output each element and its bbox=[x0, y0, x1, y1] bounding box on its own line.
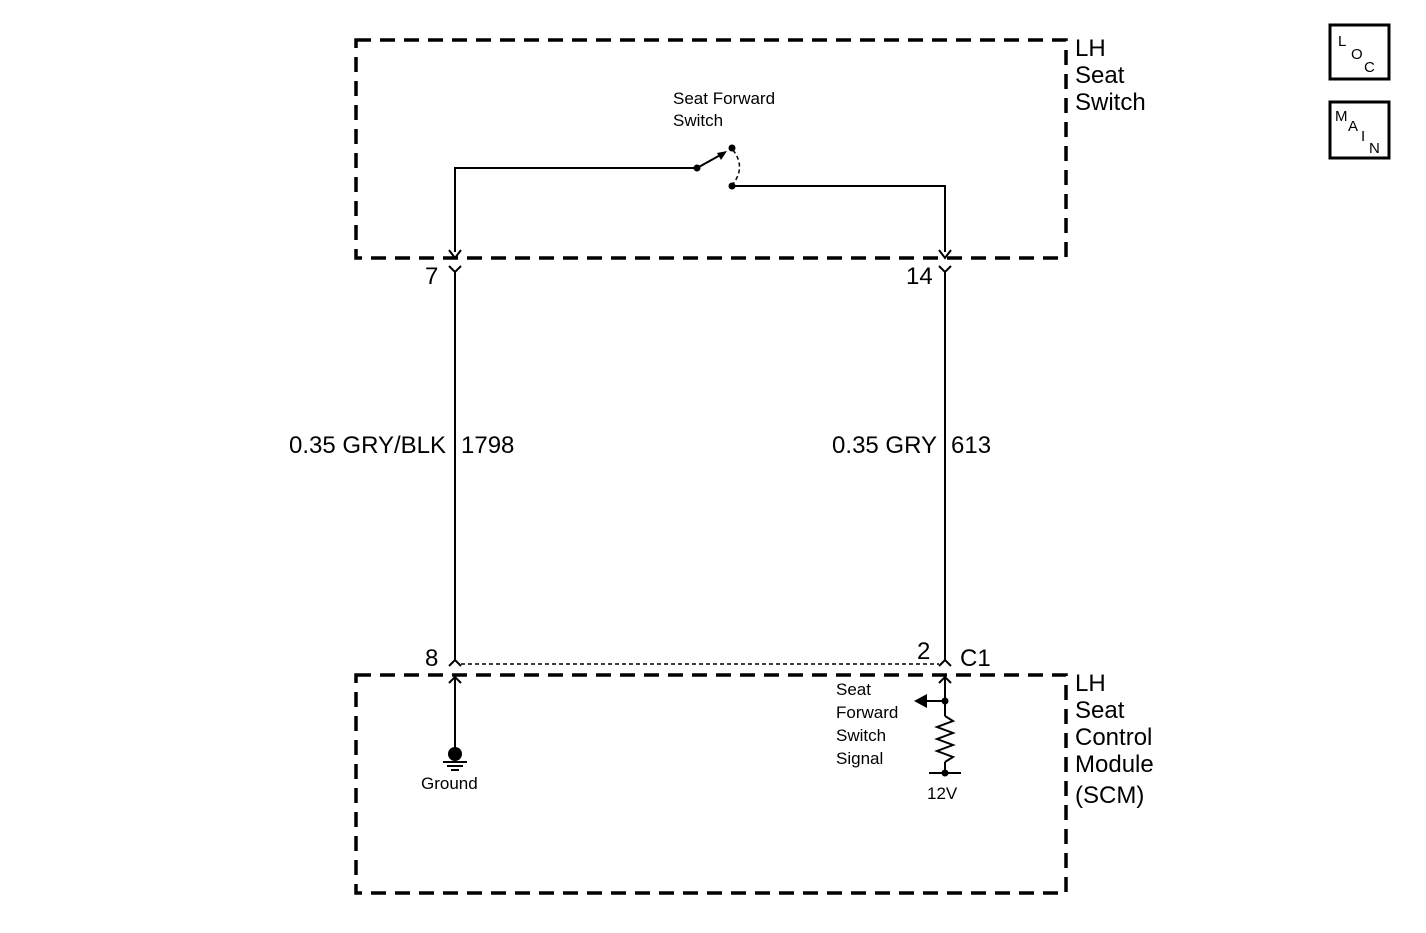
seat-forward-switch-label-2: Switch bbox=[673, 111, 723, 130]
scm-boundary bbox=[354, 673, 1068, 895]
pin-7-label: 7 bbox=[425, 263, 438, 290]
seat-switch-title-line-1: LH bbox=[1075, 35, 1106, 62]
signal-label-3: Switch bbox=[836, 726, 886, 745]
switch-pivot-dot bbox=[693, 164, 701, 172]
main-letter-n: N bbox=[1369, 140, 1380, 157]
loc-letter-c: C bbox=[1364, 59, 1375, 76]
scm-title-line-5: (SCM) bbox=[1075, 782, 1144, 809]
lh-seat-switch: LH Seat Switch Seat Forward Switch 7 14 bbox=[354, 35, 1146, 290]
pin-8-label: 8 bbox=[425, 645, 438, 672]
ground-label: Ground bbox=[421, 774, 478, 793]
loc-letter-l: L bbox=[1338, 33, 1346, 50]
pin-14-label: 14 bbox=[906, 263, 933, 290]
loc-letter-o: O bbox=[1351, 46, 1363, 63]
switch-open-contact bbox=[728, 144, 736, 152]
scm-title-line-3: Control bbox=[1075, 724, 1152, 751]
seat-forward-switch-label-1: Seat Forward bbox=[673, 89, 775, 108]
main-letter-a: A bbox=[1348, 118, 1358, 135]
seat-switch-title-line-3: Switch bbox=[1075, 89, 1146, 116]
switch-left-wire bbox=[454, 167, 697, 252]
seat-switch-title-line-2: Seat bbox=[1075, 62, 1125, 89]
wire-1798-spec: 0.35 GRY/BLK bbox=[289, 432, 446, 459]
pin-7-arrow bbox=[448, 249, 462, 260]
switch-closed-contact bbox=[728, 182, 736, 190]
harness: 0.35 GRY/BLK 1798 0.35 GRY 613 bbox=[289, 272, 991, 660]
pin-2-connector bbox=[938, 658, 952, 667]
pull-up-resistor bbox=[934, 715, 956, 763]
pin-2-label: 2 bbox=[917, 638, 930, 665]
main-letter-i: I bbox=[1361, 128, 1365, 145]
main-button[interactable]: M A I N bbox=[1328, 100, 1391, 160]
signal-label-1: Seat bbox=[836, 680, 871, 699]
pin-8-connector bbox=[448, 658, 462, 667]
main-icon[interactable] bbox=[1328, 100, 1391, 160]
wire-613-spec: 0.35 GRY bbox=[832, 432, 937, 459]
switch-right-wire bbox=[732, 185, 946, 252]
wire-1798-circuit: 1798 bbox=[461, 432, 514, 459]
signal-arrow bbox=[914, 694, 927, 708]
wire-613-circuit: 613 bbox=[951, 432, 991, 459]
pin-14-connector bbox=[938, 265, 952, 274]
switch-arm-arrow bbox=[717, 151, 727, 160]
scm-title-line-4: Module bbox=[1075, 751, 1154, 778]
signal-label-4: Signal bbox=[836, 749, 883, 768]
scm-title-line-1: LH bbox=[1075, 670, 1106, 697]
signal-label-2: Forward bbox=[836, 703, 898, 722]
pin-14-arrow bbox=[938, 249, 952, 260]
lh-seat-control-module: LH Seat Control Module (SCM) 8 2 C1 Grou… bbox=[354, 638, 1154, 895]
voltage-label: 12V bbox=[927, 784, 958, 803]
connector-c1-label: C1 bbox=[960, 645, 991, 672]
ground-node bbox=[448, 747, 462, 761]
loc-button[interactable]: L O C bbox=[1328, 23, 1391, 81]
loc-icon[interactable] bbox=[1328, 23, 1391, 81]
switch-mechanical-link bbox=[732, 149, 741, 185]
main-letter-m: M bbox=[1335, 108, 1348, 125]
seat-switch-boundary bbox=[354, 38, 1068, 260]
scm-title-line-2: Seat bbox=[1075, 697, 1125, 724]
pin-7-connector bbox=[448, 265, 462, 274]
